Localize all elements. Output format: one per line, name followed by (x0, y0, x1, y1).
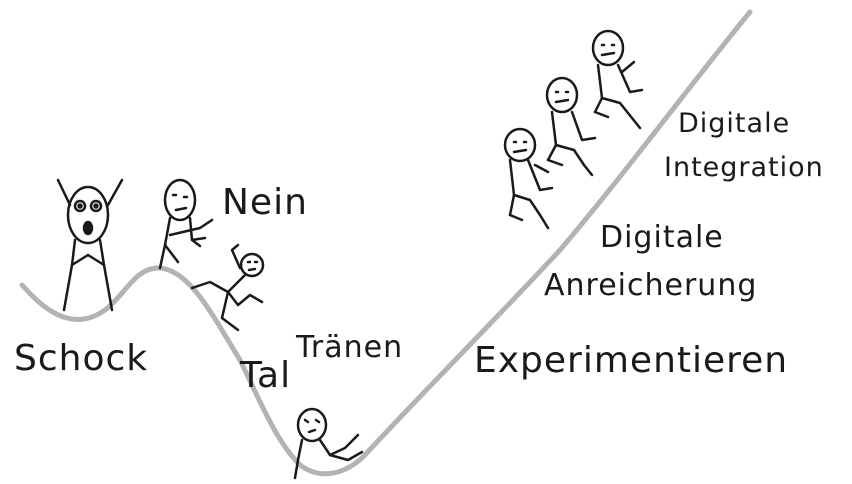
label-traenen: Tränen (296, 330, 404, 365)
climber-figure-3 (591, 29, 644, 130)
falling-figure (190, 243, 265, 332)
label-nein: Nein (222, 182, 308, 223)
climber-figure-1 (503, 127, 554, 230)
label-experimentieren: Experimentieren (474, 340, 789, 381)
label-digitale-integration-line2: Integration (664, 152, 824, 183)
label-digitale-integration-line1: Digitale (678, 108, 791, 139)
nein-figure (158, 178, 214, 270)
label-digitale-anreicherung-line1: Digitale (600, 220, 724, 255)
label-schock: Schock (14, 338, 149, 379)
valley-figure (293, 407, 364, 480)
climber-figure-2 (545, 76, 597, 177)
label-tal: Tal (240, 355, 292, 396)
label-digitale-anreicherung-line2: Anreicherung (544, 268, 758, 303)
change-curve (19, 9, 753, 477)
shock-figure (56, 178, 124, 312)
